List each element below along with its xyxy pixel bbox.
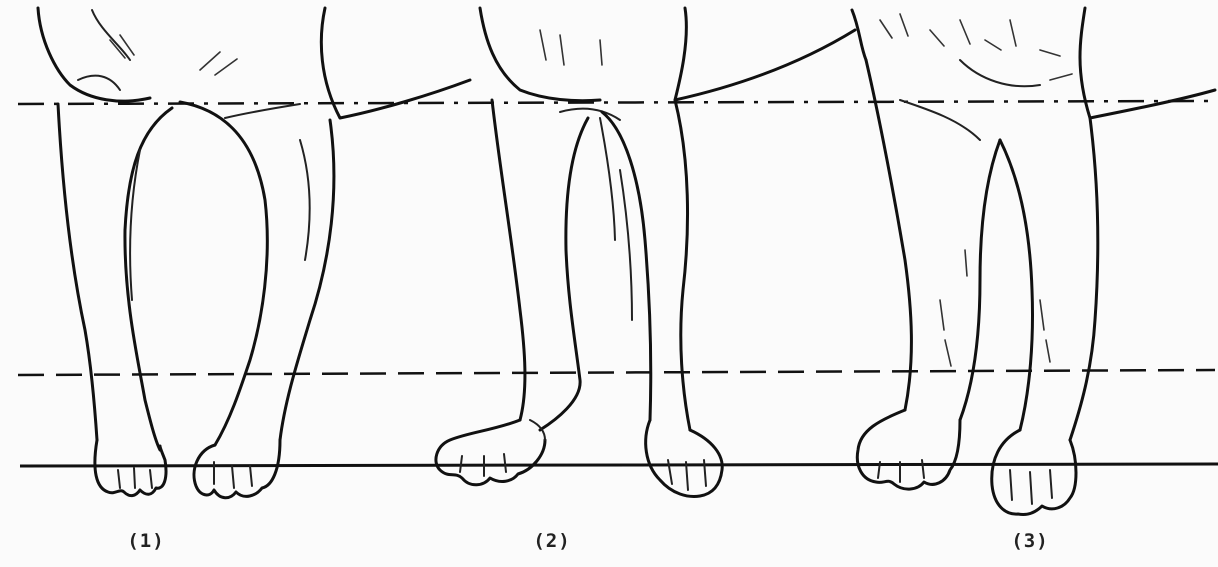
ground-line bbox=[20, 464, 1218, 466]
figure-label-1: (1) bbox=[106, 530, 186, 552]
figure-label-3: (3) bbox=[990, 530, 1070, 552]
lower-dashed-line bbox=[18, 370, 1215, 375]
legs-figure-1 bbox=[38, 8, 470, 498]
legs-figure-2 bbox=[436, 8, 855, 496]
legs-figure-3 bbox=[852, 8, 1215, 515]
figure-label-2: (2) bbox=[512, 530, 592, 552]
upper-dashed-line bbox=[18, 101, 1215, 104]
